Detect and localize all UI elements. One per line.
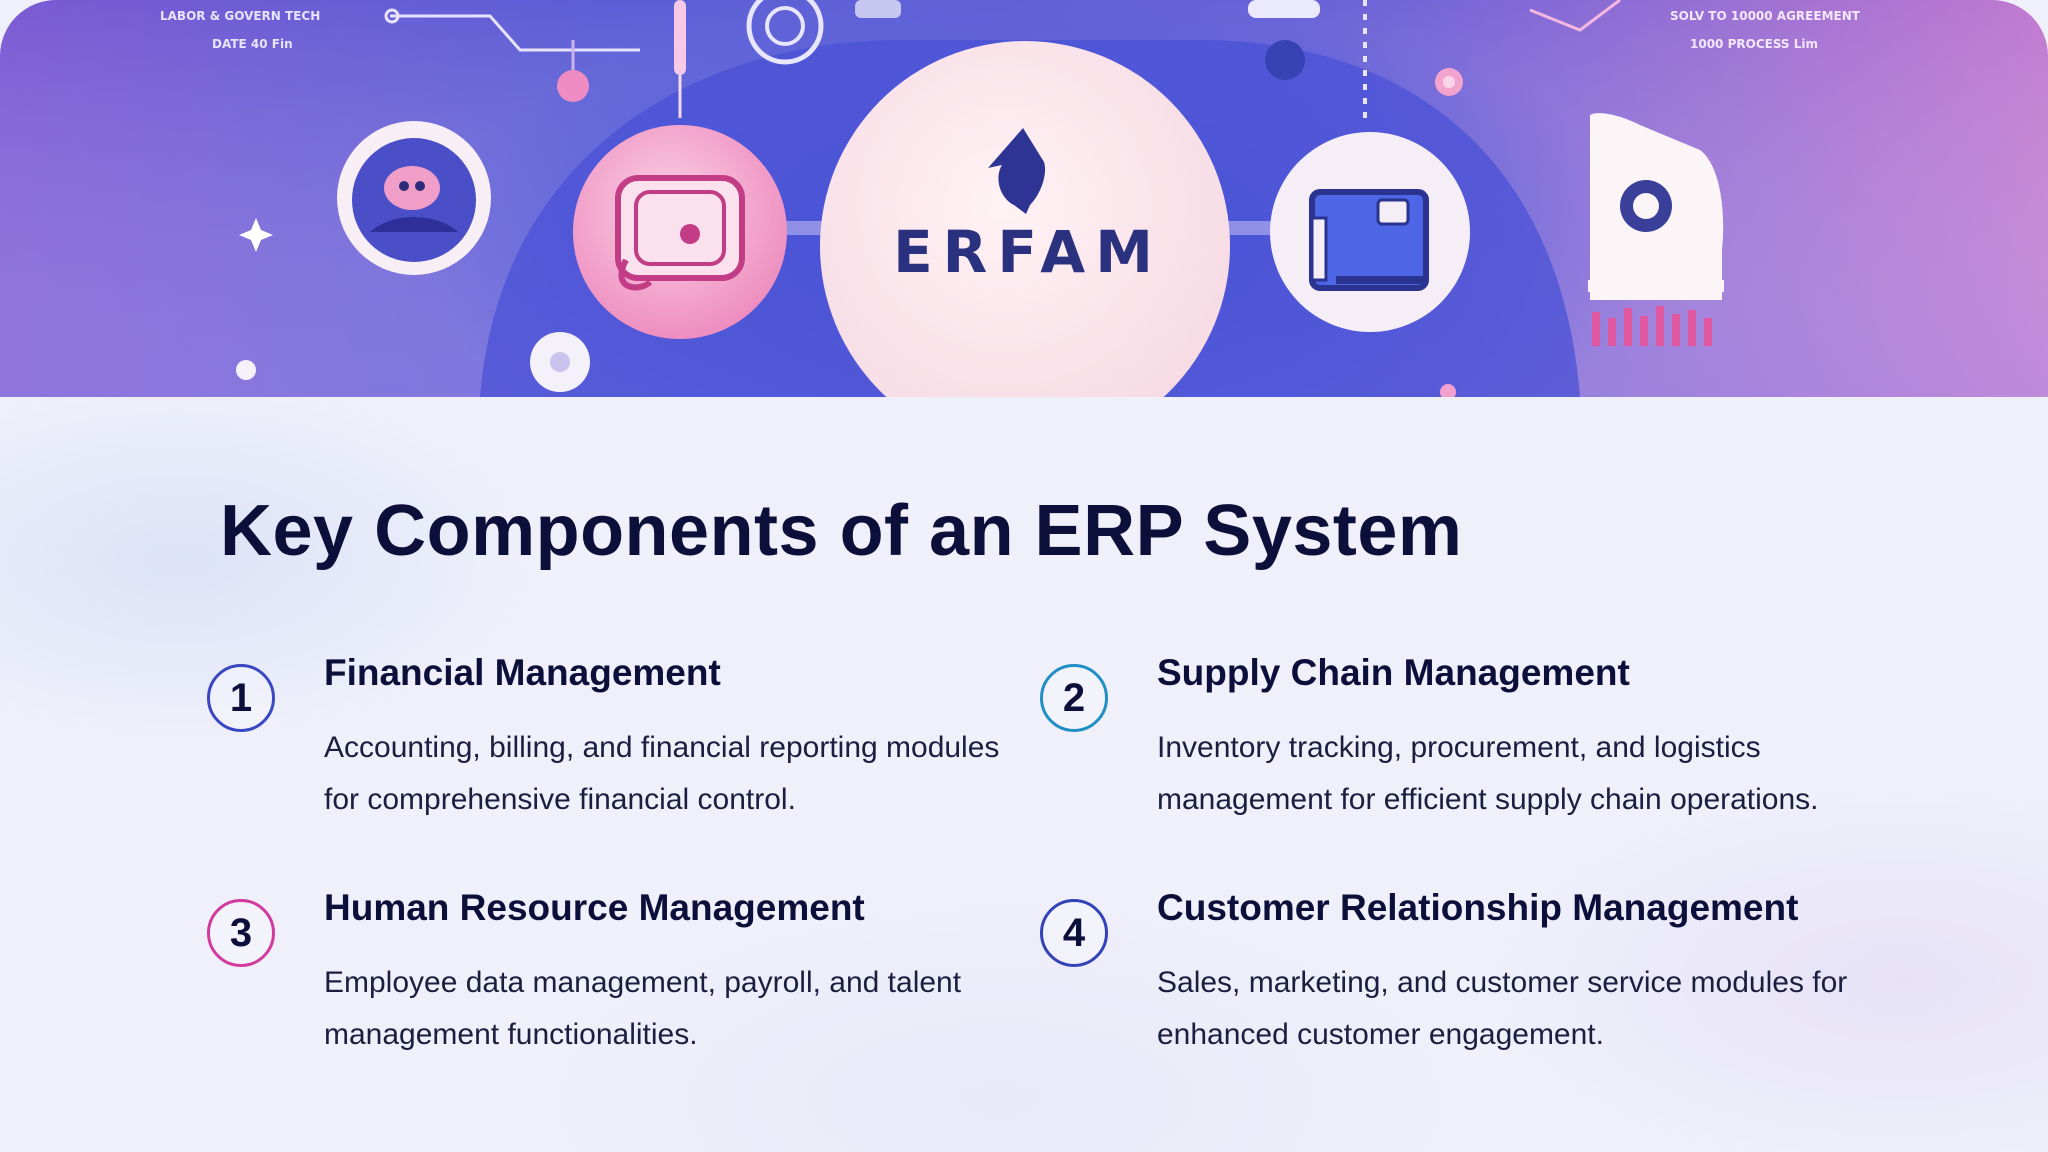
page-title: Key Components of an ERP System [220, 491, 1463, 571]
document-module-icon [573, 125, 787, 339]
robot-icon [1588, 113, 1724, 346]
item-description: Accounting, billing, and financial repor… [324, 731, 1000, 816]
item-title: Financial Management [324, 652, 721, 693]
hero-caption-left-1: LABOR & GOVERN TECH [160, 9, 320, 23]
logo-text: ERFAM [893, 218, 1163, 286]
dashboard-module-icon [1270, 132, 1470, 332]
erp-logo: ERFAM [820, 41, 1230, 397]
avatar-icon [337, 121, 491, 275]
number-badge: 4 [1040, 899, 1108, 967]
gear-icon [746, 0, 824, 65]
number-badge: 2 [1040, 664, 1108, 732]
item-title: Customer Relationship Management [1157, 887, 1799, 928]
hero-banner-illustration: LABOR & GOVERN TECH DATE 40 Fin SOLV TO … [0, 0, 2048, 397]
logo-figure-icon [988, 128, 1046, 214]
item-description: Sales, marketing, and customer service m… [1157, 966, 1848, 1051]
item-description: Employee data management, payroll, and t… [324, 966, 962, 1051]
number-badge: 1 [207, 664, 275, 732]
hero-caption-left-2: DATE 40 Fin [212, 37, 293, 51]
item-title: Human Resource Management [324, 887, 865, 928]
item-title: Supply Chain Management [1157, 652, 1630, 693]
hero-caption-right-2: 1000 PROCESS Lim [1690, 37, 1818, 51]
kettlebell-icon [530, 332, 590, 392]
hero-caption-right-1: SOLV TO 10000 AGREEMENT [1670, 9, 1861, 23]
sparkle-icon [239, 218, 273, 252]
item-description: Inventory tracking, procurement, and log… [1157, 731, 1819, 816]
pendant-light-icon [674, 0, 686, 118]
number-badge: 3 [207, 899, 275, 967]
